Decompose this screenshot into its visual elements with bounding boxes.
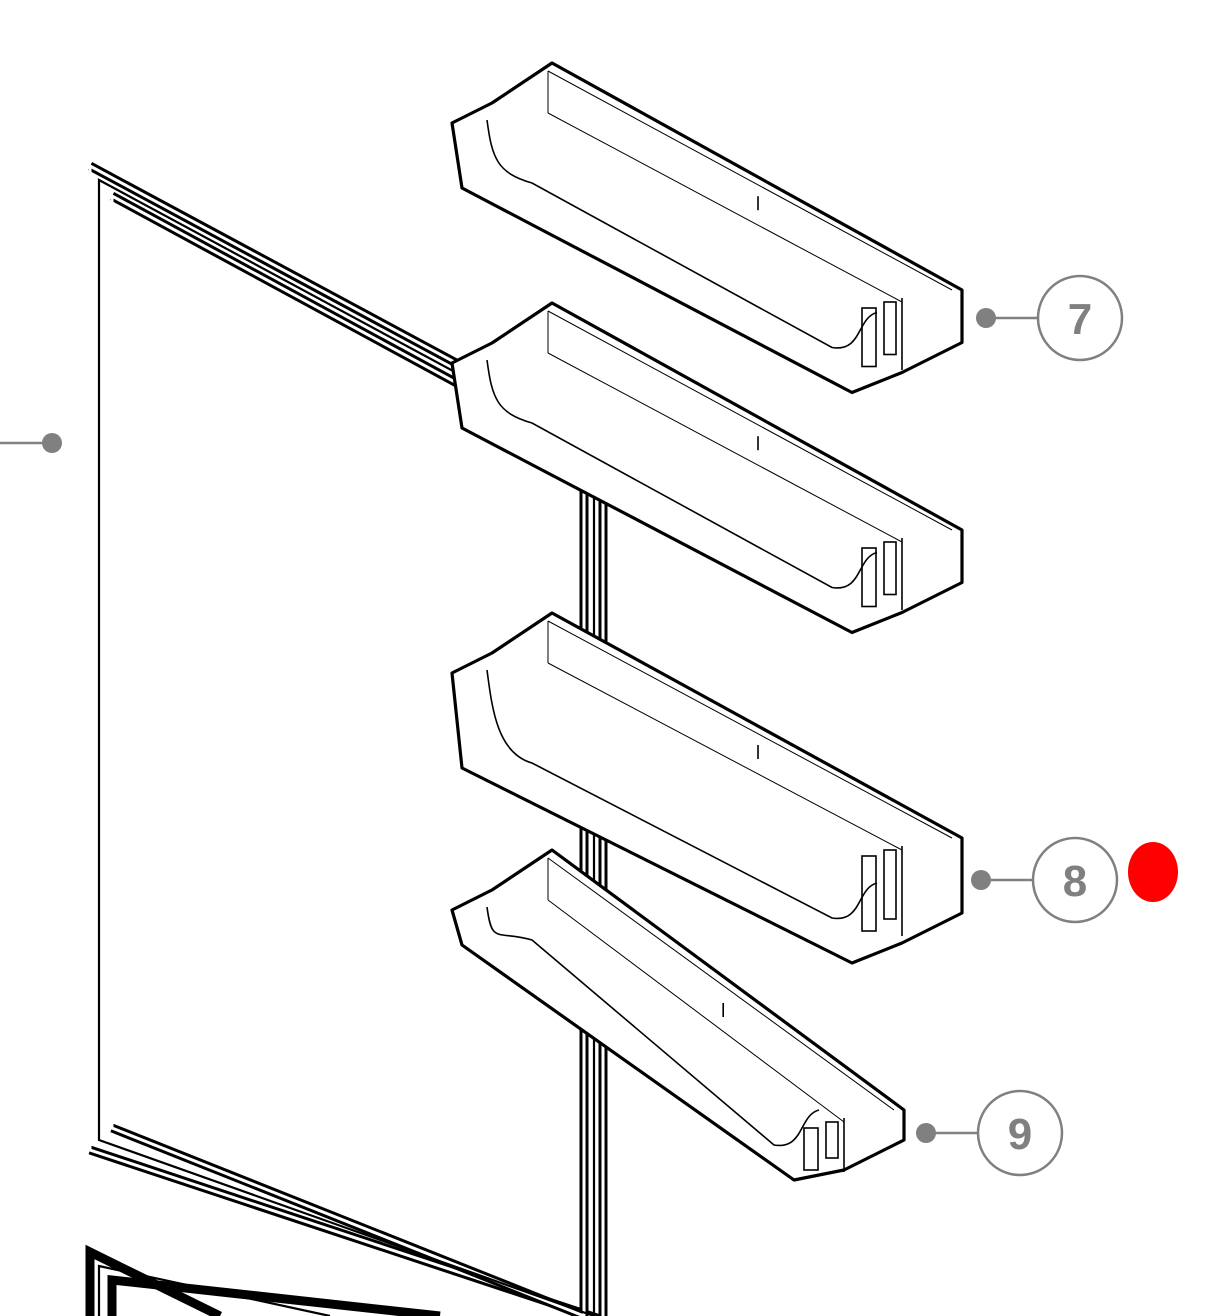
door-shelf-2-end-clip — [861, 538, 903, 610]
door-shelf-2-outline — [450, 301, 964, 635]
door-shelf-4-floor-line — [547, 899, 845, 1123]
callout-9-label: 9 — [1008, 1110, 1032, 1159]
callout-7: 7 — [976, 274, 1124, 362]
door-shelf-1-floor-line — [547, 112, 903, 303]
door-shelf-4 — [450, 848, 906, 1182]
door-shelf-3-rim-line — [547, 620, 953, 839]
door-shelf-2-floor-line — [547, 352, 903, 543]
door-shelf-4-rim-line — [547, 857, 895, 1111]
door-shelf-1-outline — [450, 61, 964, 395]
door-shelf-3-floor-line — [547, 662, 903, 851]
door-shelf-3-front-lip — [486, 669, 878, 920]
door-shelf-1-rim-line — [547, 70, 953, 291]
door-shelf-4-front-lip — [486, 906, 820, 1147]
callout-9: 9 — [916, 1089, 1064, 1177]
door-shelf-3 — [450, 611, 964, 965]
door-shelf-3-end-clip — [861, 846, 903, 936]
door-shelf-1-front-lip — [486, 119, 878, 349]
door-shelf-4-end-clip — [803, 1118, 845, 1172]
gasket-leader — [0, 433, 62, 453]
door-shelf-3-outline — [450, 611, 964, 965]
door-shelf-2 — [450, 301, 964, 635]
door-shelf-2-rim-line — [547, 310, 953, 531]
door-gasket-lower — [85, 1244, 441, 1316]
callout-8-label: 8 — [1063, 857, 1087, 906]
door-shelves — [450, 61, 964, 1182]
door-shelf-4-outline — [450, 848, 906, 1182]
door-shelf-2-front-lip — [486, 359, 878, 589]
red-marker — [1128, 842, 1178, 902]
door-shelf-1 — [450, 61, 964, 395]
door-shelf-1-end-clip — [861, 298, 903, 370]
callout-7-label: 7 — [1068, 295, 1092, 344]
callout-8: 8 — [971, 836, 1119, 924]
